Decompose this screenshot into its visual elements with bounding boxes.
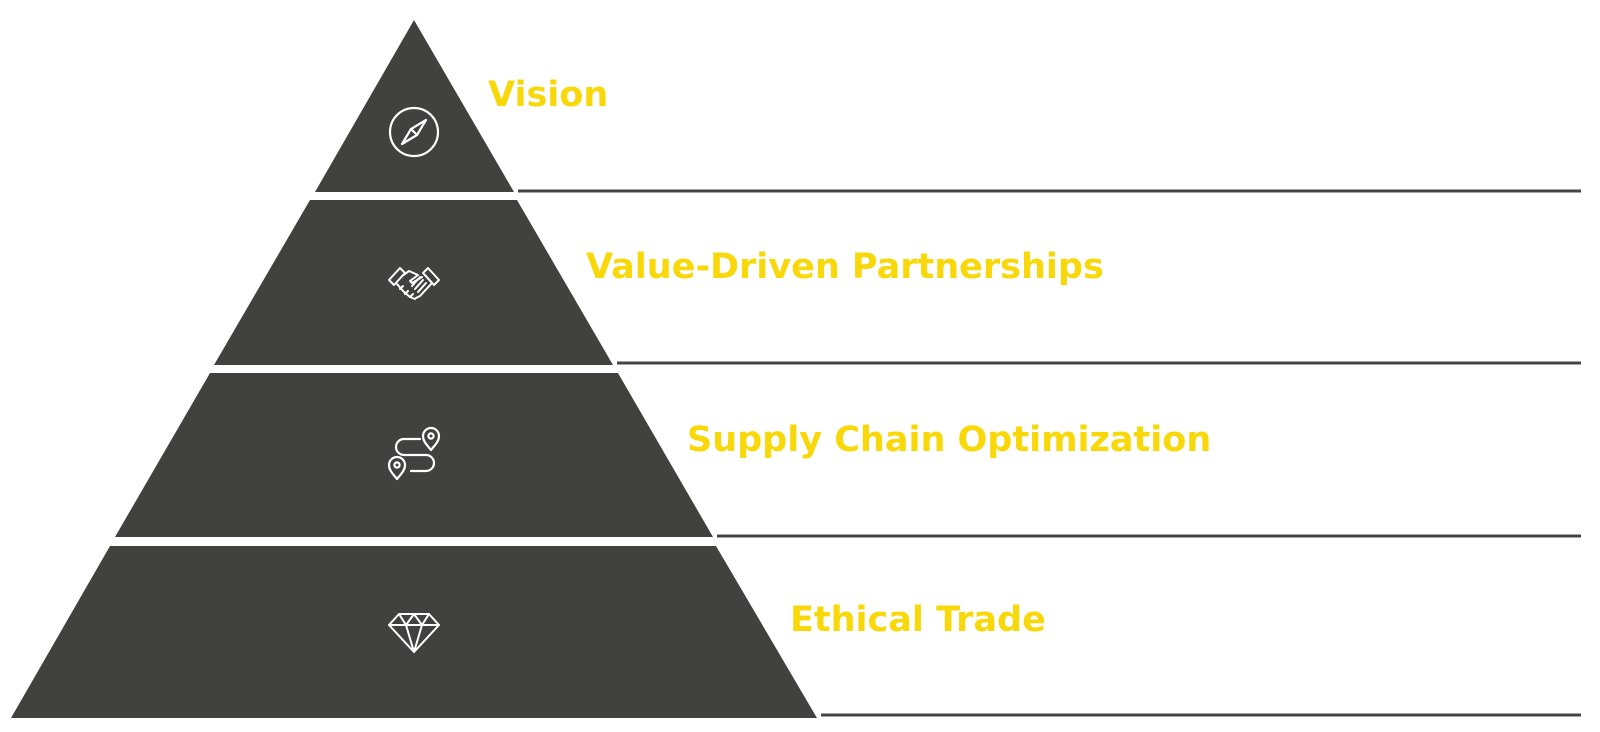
tier-2-label: Value-Driven Partnerships (586, 247, 1104, 287)
route-icon (387, 426, 441, 481)
tier-4-shape (11, 546, 817, 718)
tier-1-label: Vision (488, 75, 609, 115)
tier-4-label: Ethical Trade (790, 600, 1046, 640)
diamond-icon (388, 613, 440, 653)
handshake-icon (388, 267, 440, 300)
tier-3-label: Supply Chain Optimization (687, 420, 1212, 460)
compass-icon (388, 106, 440, 158)
tier-1-shape (315, 20, 514, 192)
